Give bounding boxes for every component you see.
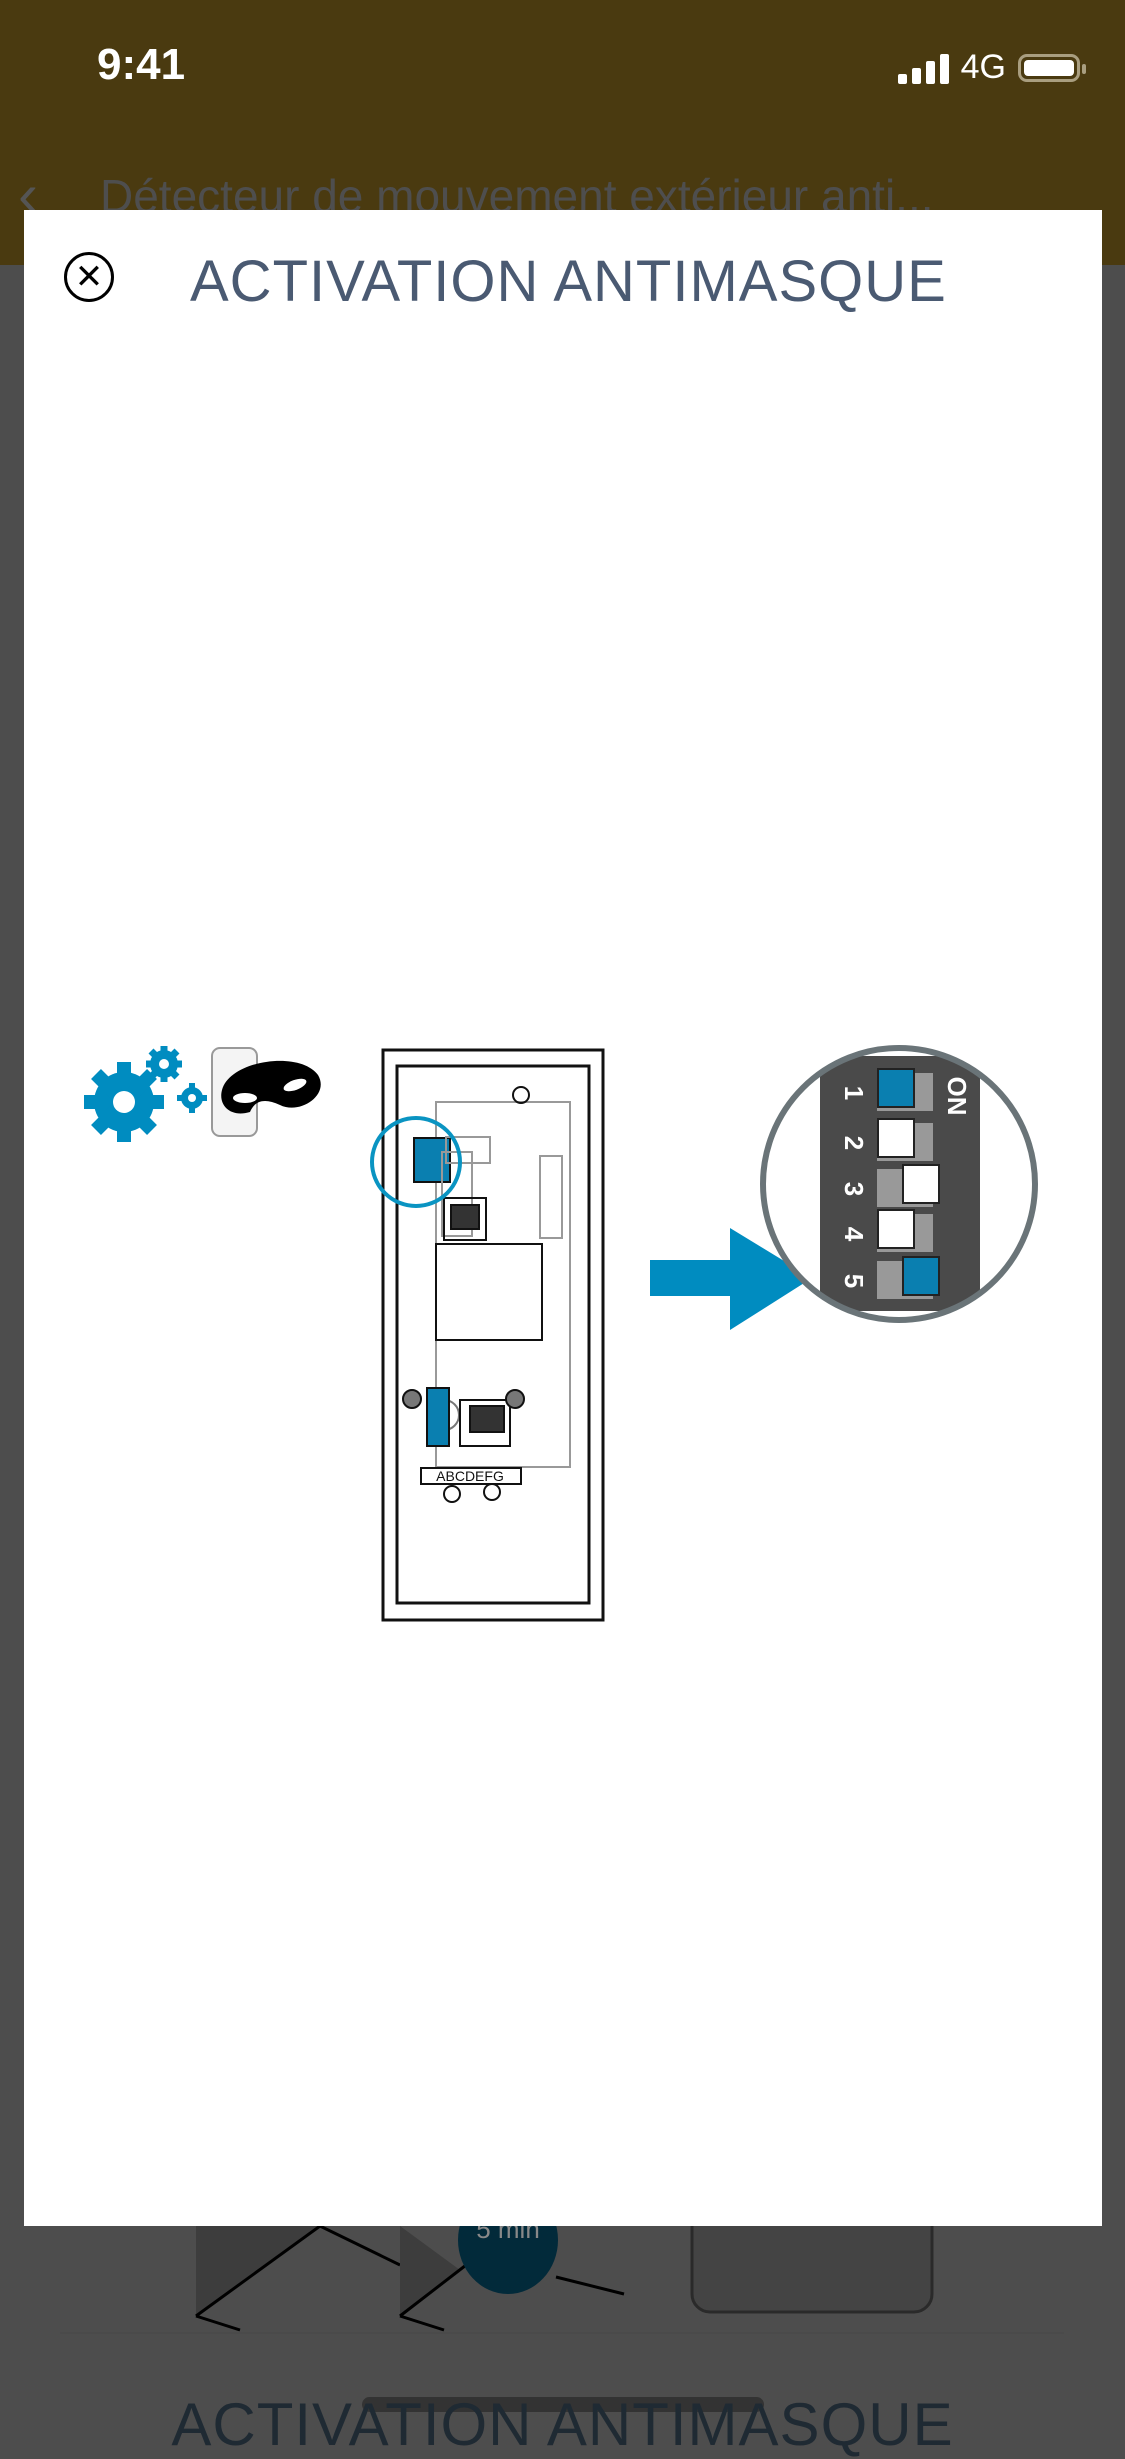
background-badge: 5 min [476, 2226, 540, 2244]
dip-switch-3: 3 [839, 1164, 940, 1207]
dip-switch-number: 2 [839, 1136, 869, 1150]
mask-detector-icon [211, 1047, 321, 1137]
home-indicator[interactable] [362, 2397, 764, 2412]
dip-switch-number: 1 [839, 1086, 869, 1100]
dip-switch-knob [902, 1256, 940, 1296]
dip-switch-1: 1 [839, 1068, 933, 1111]
arrow-right-icon [650, 1228, 812, 1330]
dip-on-label: ON [942, 1077, 972, 1116]
dip-switch-4: 4 [839, 1209, 933, 1252]
dip-switch-knob [902, 1164, 940, 1204]
terminal-labels: ABCDEFG [436, 1468, 504, 1484]
dip-switch-knob [877, 1118, 915, 1158]
dip-switch-number: 4 [839, 1227, 869, 1242]
battery-icon [1018, 53, 1086, 82]
status-icons: 4G [897, 48, 1086, 87]
gears-icon [84, 1046, 207, 1142]
close-icon[interactable]: ✕ [64, 252, 114, 302]
modal-title: ACTIVATION ANTIMASQUE [190, 249, 947, 314]
dip-switch-number: 3 [839, 1182, 869, 1196]
detector-board-diagram [370, 1048, 605, 1622]
background-illustration: 5 min [60, 2226, 1064, 2334]
dip-switch-number: 5 [839, 1274, 869, 1288]
network-label: 4G [960, 48, 1006, 86]
chevron-left-icon[interactable]: ‹ [18, 161, 38, 228]
signal-icon [897, 52, 949, 84]
status-time: 9:41 [97, 40, 186, 89]
dip-switch-5: 5 [839, 1256, 940, 1299]
dip-switch-2: 2 [839, 1118, 933, 1161]
background-content: 5 min [0, 2226, 1125, 2436]
dip-switch-knob [877, 1209, 915, 1249]
dip-switch-knob [877, 1068, 915, 1108]
